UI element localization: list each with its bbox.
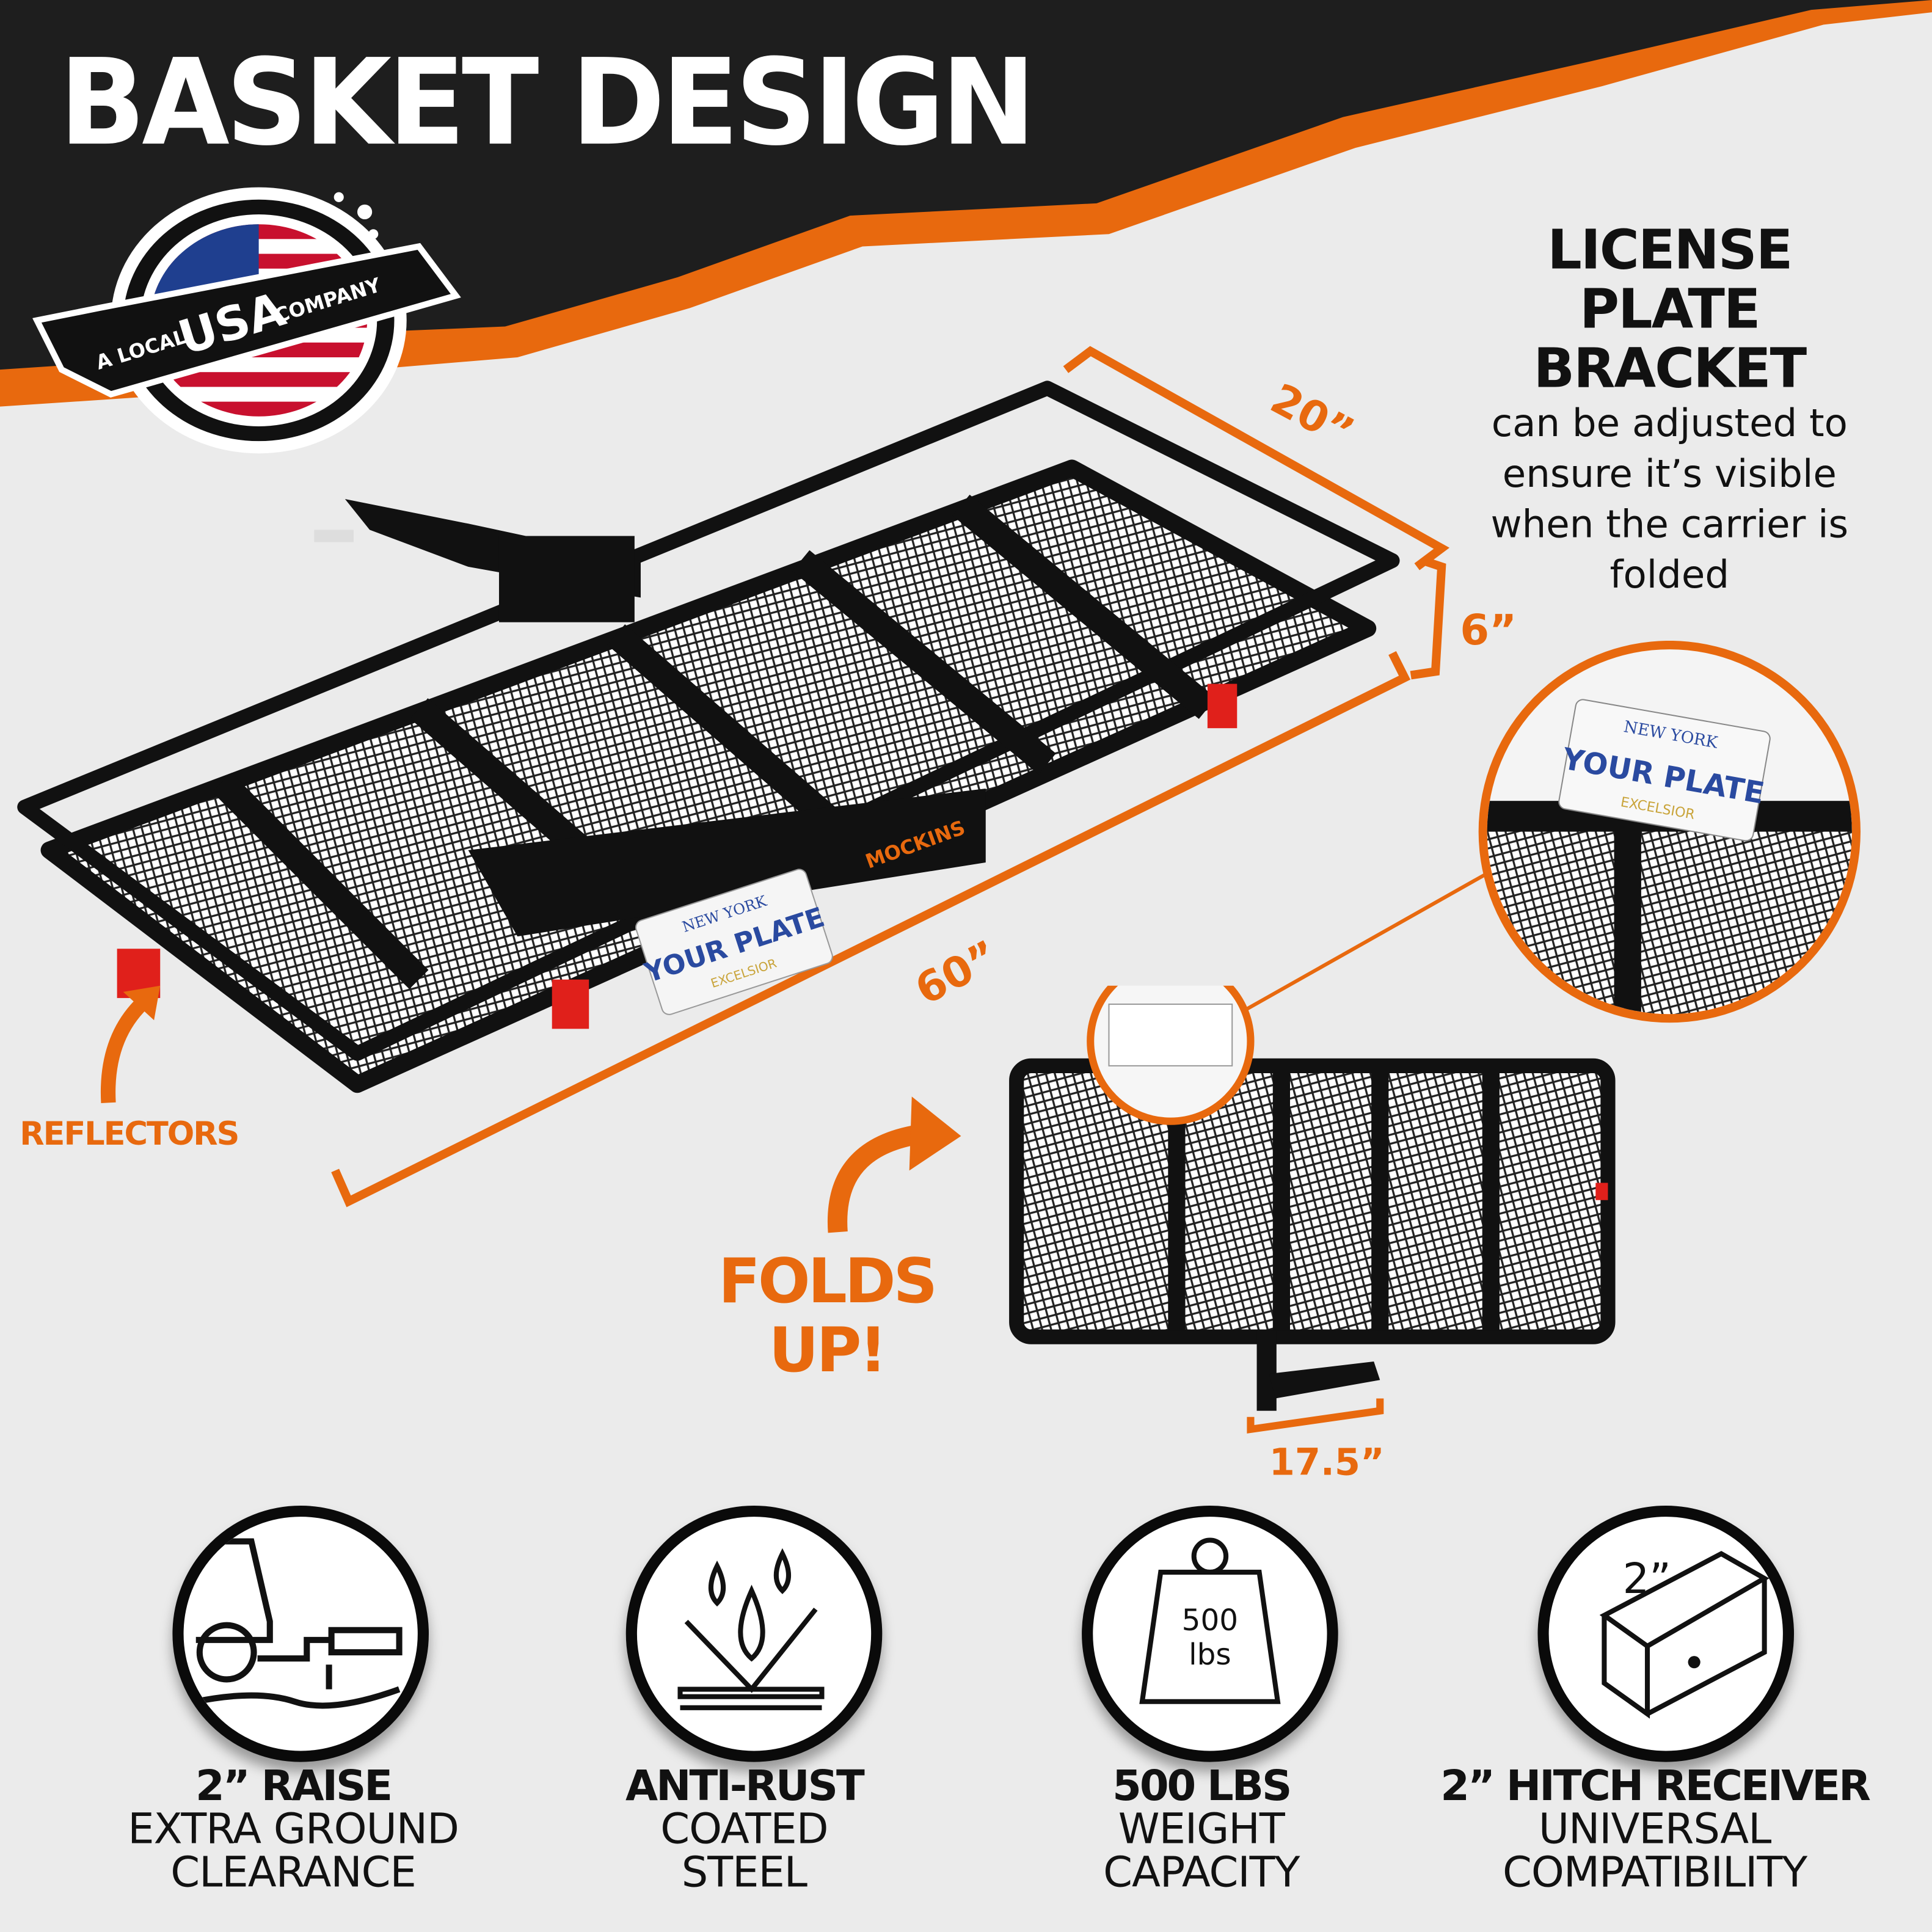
folds-up-label: FOLDS UP!	[718, 1245, 938, 1387]
height-dimension-line	[1410, 556, 1446, 680]
folded-depth-dimension-line	[1247, 1398, 1384, 1434]
feature-heading: 500 LBS	[1112, 1762, 1292, 1812]
dimension-lines	[331, 346, 1450, 1208]
ground-clearance-icon	[172, 1506, 429, 1762]
bracket-heading-1: LICENSE	[1547, 219, 1793, 282]
hitch-icon-size: 2”	[1623, 1555, 1671, 1603]
reflector-icons	[117, 683, 1238, 1029]
folded-basket-illustration	[1009, 985, 1616, 1434]
feature-sub-2: CAPACITY	[1103, 1848, 1300, 1898]
feature-sub-2: STEEL	[681, 1848, 807, 1898]
feature-sub-2: COMPATIBILITY	[1503, 1848, 1807, 1898]
dark-banner	[0, 0, 1932, 370]
weight-icon-unit: lbs	[1189, 1638, 1231, 1672]
reflectors-arrow-icon	[100, 992, 153, 1104]
feature-heading: 2” RAISE	[195, 1762, 393, 1812]
badge-ribbon	[32, 242, 461, 398]
folds-up-line-1: FOLDS	[718, 1245, 938, 1318]
bracket-body-3: when the carrier is	[1490, 503, 1849, 547]
feature-weight-capacity: 500 LBS WEIGHT CAPACITY	[968, 1765, 1436, 1895]
bracket-heading-3: BRACKET	[1533, 337, 1807, 401]
page-title: BASKET DESIGN	[59, 34, 1036, 172]
weight-icon-value: 500	[1182, 1603, 1238, 1638]
hitch-shank	[314, 498, 986, 937]
folded-depth-label: 17.5”	[1269, 1442, 1385, 1485]
feature-sub-1: COATED	[660, 1805, 828, 1854]
reflectors-label: REFLECTORS	[20, 1116, 239, 1154]
feature-heading: 2” HITCH RECEIVER	[1440, 1762, 1871, 1812]
header-banner	[0, 0, 1932, 407]
weight-icon: 500 lbs	[1082, 1506, 1338, 1762]
bracket-body-4: folded	[1609, 553, 1730, 598]
basket-top-rail	[17, 381, 1400, 1061]
water-drops-icon	[625, 1506, 883, 1762]
license-plate-bracket-callout: LICENSE PLATE BRACKET can be adjusted to…	[1454, 219, 1885, 601]
stars-icon	[334, 192, 379, 239]
feature-sub-1: WEIGHT	[1118, 1805, 1285, 1854]
bracket-body-1: can be adjusted to	[1491, 401, 1848, 447]
width-dimension-line	[1063, 346, 1450, 570]
basket-cross-bars	[212, 494, 1216, 990]
bracket-body-2: ensure it’s visible	[1502, 452, 1837, 497]
cargo-basket-illustration: MOCKINS NEW YORK YOUR PLATE EXCELSIOR	[17, 346, 1450, 1208]
folds-up-line-2: UP!	[768, 1314, 888, 1387]
feature-heading: ANTI-RUST	[625, 1762, 865, 1812]
bracket-zoom-inset: NEW YORK YOUR PLATE EXCELSIOR	[1243, 640, 1861, 1023]
length-dimension-line	[331, 651, 1411, 1208]
feature-hitch-receiver: 2” HITCH RECEIVER UNIVERSAL COMPATIBILIT…	[1421, 1765, 1889, 1895]
feature-sub-1: EXTRA GROUND	[128, 1805, 459, 1854]
feature-sub-1: UNIVERSAL	[1538, 1805, 1772, 1854]
height-label: 6”	[1460, 606, 1517, 656]
bracket-heading-2: PLATE	[1580, 278, 1761, 341]
feature-ground-clearance: 2” RAISE EXTRA GROUND CLEARANCE	[59, 1765, 528, 1895]
feature-anti-rust: ANTI-RUST COATED STEEL	[510, 1765, 979, 1895]
usa-company-badge: A LOCAL USA COMPANY	[32, 187, 461, 454]
hitch-receiver-icon: 2”	[1537, 1506, 1795, 1762]
feature-sub-2: CLEARANCE	[170, 1848, 417, 1898]
folds-up-arrow-icon	[827, 1096, 961, 1233]
